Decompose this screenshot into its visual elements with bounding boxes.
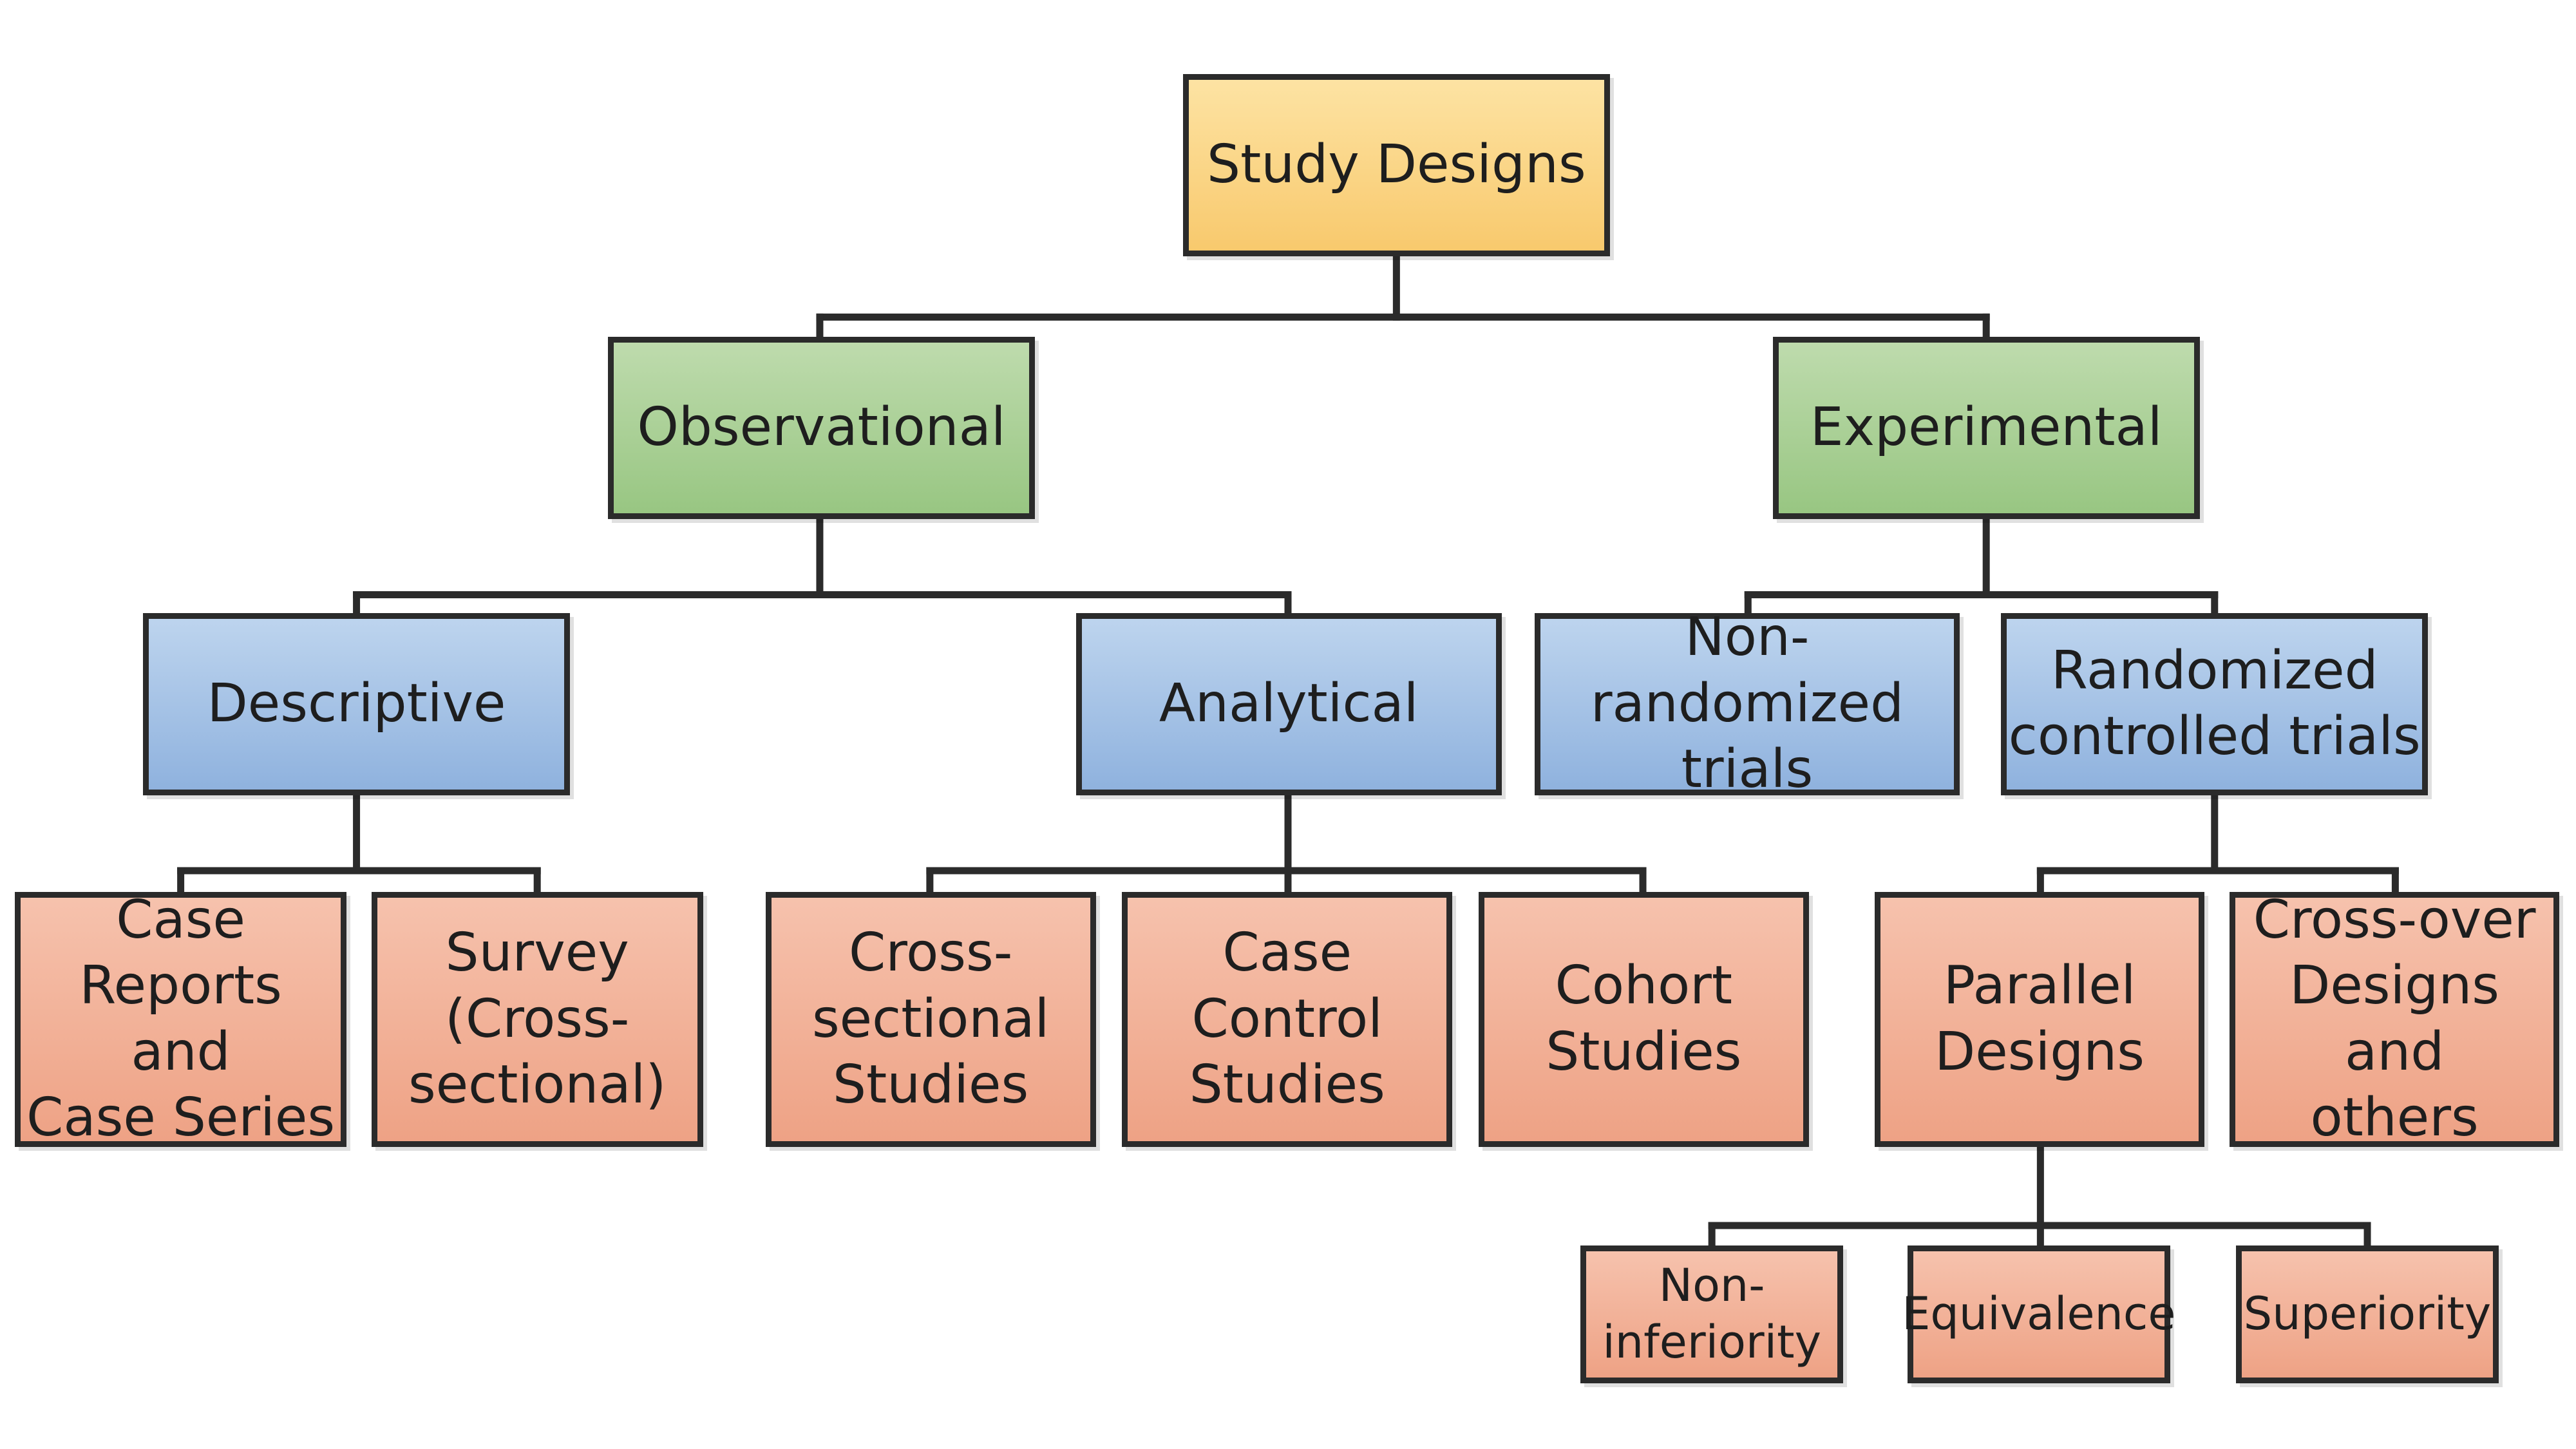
node-label: Randomized controlled trials <box>2008 639 2421 768</box>
node-cross-sectional-studies: Cross- sectional Studies <box>765 892 1096 1147</box>
node-label: Study Designs <box>1207 134 1586 196</box>
node-label: Survey (Cross- sectional) <box>408 922 667 1116</box>
node-label: Cross-over Designs and others <box>2253 889 2536 1149</box>
node-label: Equivalence <box>1902 1287 2176 1341</box>
node-label: Parallel Designs <box>1935 955 2145 1083</box>
node-descriptive: Descriptive <box>142 612 571 795</box>
node-randomized-controlled-trials: Randomized controlled trials <box>2001 612 2429 795</box>
node-non-randomized-trials: Non-randomized trials <box>1534 607 1960 800</box>
node-label: Non-randomized trials <box>1590 607 1904 800</box>
node-study-designs: Study Designs <box>1182 73 1610 256</box>
node-non-inferiority: Non- inferiority <box>1580 1245 1844 1383</box>
node-survey: Survey (Cross- sectional) <box>371 892 703 1147</box>
node-observational: Observational <box>607 336 1036 520</box>
node-label: Cross- sectional Studies <box>811 922 1050 1116</box>
node-label: Case Reports and Case Series <box>26 889 336 1149</box>
node-label: Non- inferiority <box>1602 1259 1821 1368</box>
node-equivalence: Equivalence <box>1902 1245 2175 1383</box>
node-superiority: Superiority <box>2235 1245 2499 1383</box>
node-label: Superiority <box>2243 1287 2492 1341</box>
node-cross-over-designs: Cross-over Designs and others <box>2229 889 2560 1148</box>
node-cohort-studies: Cohort Studies <box>1478 892 1809 1147</box>
node-experimental: Experimental <box>1772 336 2200 520</box>
node-case-reports: Case Reports and Case Series <box>14 889 347 1148</box>
node-label: Observational <box>637 397 1006 459</box>
node-parallel-designs: Parallel Designs <box>1874 892 2205 1147</box>
node-analytical: Analytical <box>1075 612 1502 795</box>
node-label: Cohort Studies <box>1546 955 1742 1083</box>
node-case-control-studies: Case Control Studies <box>1122 892 1453 1147</box>
node-label: Experimental <box>1810 397 2163 459</box>
node-label: Analytical <box>1159 672 1419 734</box>
node-label: Descriptive <box>207 672 506 734</box>
node-label: Case Control Studies <box>1189 922 1385 1116</box>
